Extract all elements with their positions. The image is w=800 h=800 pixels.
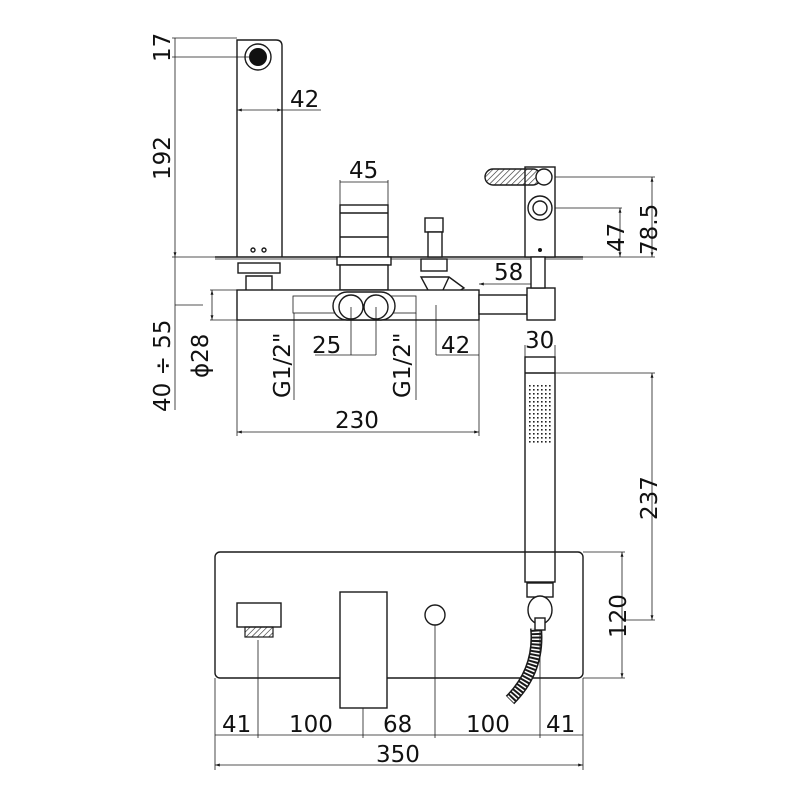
side-view [215, 39, 583, 583]
deck-plate [214, 551, 584, 679]
dim-cartridge-width: 45 [349, 158, 378, 184]
dim-diverter-offset: 42 [441, 333, 470, 359]
dim-deck-thickness: 40 ÷ 55 [150, 320, 176, 412]
dim-spacing-5: 41 [546, 712, 575, 738]
top-view [214, 551, 584, 709]
dim-holder-outlet: 47 [604, 223, 630, 252]
mixer-lever [339, 591, 388, 709]
dim-spout-width: 42 [290, 87, 319, 113]
dim-spacing-1: 41 [222, 712, 251, 738]
dim-body-length: 230 [335, 408, 379, 434]
dim-handshower-width: 30 [525, 328, 554, 354]
spout-fixing [237, 262, 281, 274]
screw-dot [250, 247, 256, 253]
diverter-button [424, 604, 446, 626]
dim-pipe-diameter: ϕ28 [188, 334, 214, 378]
dim-holder-offset: 58 [494, 260, 523, 286]
hose-coil [484, 168, 542, 186]
dim-inlet-spacing: 25 [312, 333, 341, 359]
dim-plate-length: 350 [376, 742, 420, 768]
diverter-knob [424, 217, 444, 233]
dim-spout-outlet: 17 [150, 33, 176, 62]
dim-spout-height: 192 [150, 136, 176, 180]
dim-spacing-2: 100 [289, 712, 333, 738]
dimension-labels: 17 42 192 45 78.5 47 58 40 ÷ 55 ϕ28 G1/2… [150, 33, 663, 768]
dim-spacing-4: 100 [466, 712, 510, 738]
dim-handshower-length: 237 [637, 476, 663, 520]
top-dimensions [214, 551, 625, 770]
dim-plate-depth: 120 [606, 594, 632, 638]
dim-holder-height: 78.5 [637, 204, 663, 255]
spout-outlet-hole [249, 48, 267, 66]
screw-dot [261, 247, 267, 253]
dim-inlet-right: G1/2" [390, 333, 416, 398]
bath-spout [236, 602, 282, 628]
dim-spacing-3: 68 [383, 712, 412, 738]
spout [236, 39, 283, 257]
side-dimensions [172, 37, 655, 621]
dim-inlet-left: G1/2" [270, 333, 296, 398]
